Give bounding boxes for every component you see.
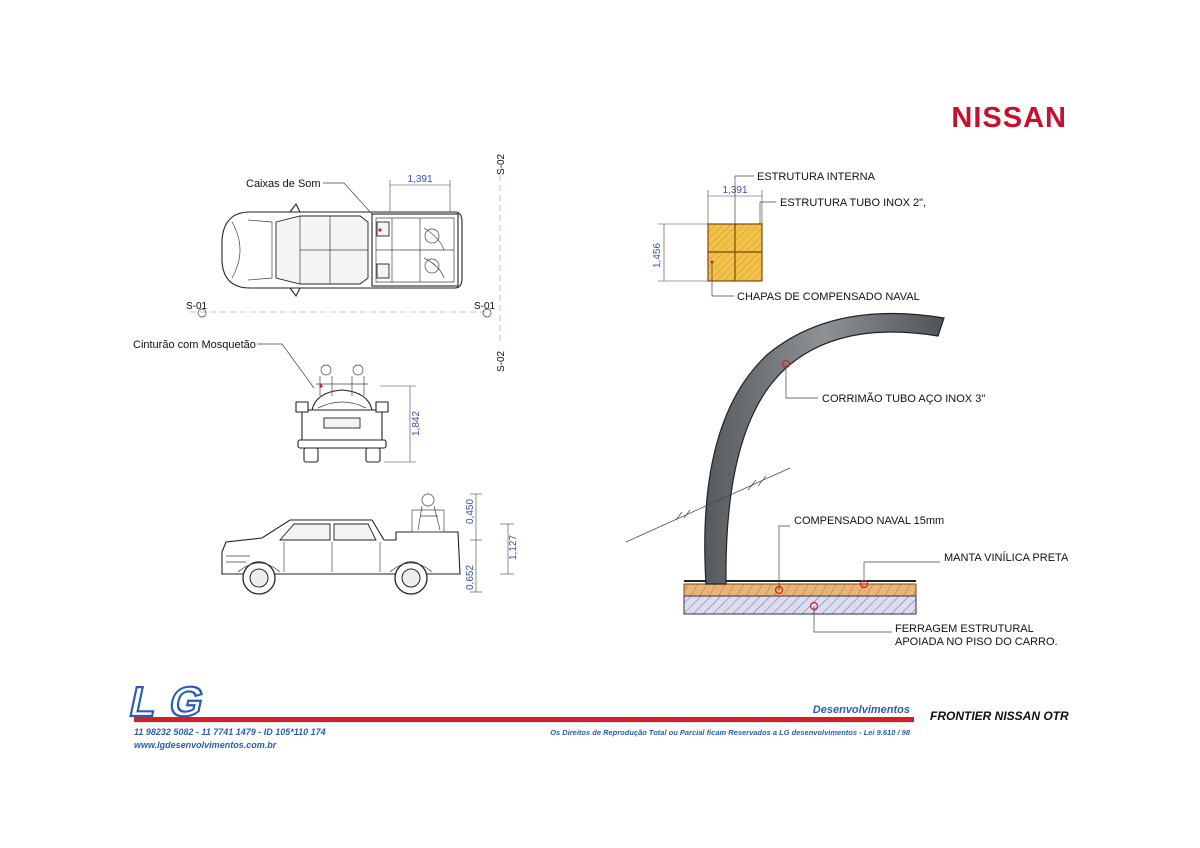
section-s02-bottom: S-02 [496,350,507,372]
label-estrutura-tubo: ESTRUTURA TUBO INOX 2", [780,197,926,209]
copyright-notice: Os Direitos de Reprodução Total ou Parci… [550,728,911,737]
top-view-dim-width: 1,391 [407,174,432,185]
nissan-logo: NISSAN [951,102,1067,134]
company-name: Desenvolvimentos [813,704,910,716]
contact-phones: 11 98232 5082 - 11 7741 1479 - ID 105*11… [134,727,326,737]
label-ferragem-1: FERRAGEM ESTRUTURAL [895,623,1034,635]
rear-view-label-belt: Cinturão com Mosquetão [133,339,256,351]
box-dim-height: 1,456 [652,243,663,268]
label-chapas: CHAPAS DE COMPENSADO NAVAL [737,291,920,303]
title-block: LG Desenvolvimentos FRONTIER NISSAN OTR … [125,677,1069,750]
top-view-truck: Caixas de Som 1,391 S-01 S-01 S-02 S-02 [186,153,507,372]
rear-view-truck: Cinturão com Mosquetão 1,842 [133,339,422,463]
rail-detail: CORRIMÃO TUBO AÇO INOX 3" COMPENSADO NAV… [625,312,1069,648]
label-manta: MANTA VINÍLICA PRETA [944,551,1069,564]
label-compensado: COMPENSADO NAVAL 15mm [794,515,944,527]
section-s01-right: S-01 [474,301,496,312]
side-view-truck: 0,450 1,127 0,652 [221,493,519,595]
footer-red-rule [134,717,914,721]
side-view-dim-bottom: 0,652 [465,565,476,590]
label-ferragem-2: APOIADA NO PISO DO CARRO. [895,636,1058,648]
box-section-detail: 1,391 1,456 ESTRUTURA INTERNA ESTRUTURA … [652,171,926,303]
website-link[interactable]: www.lgdesenvolvimentos.com.br [134,740,277,750]
project-title: FRONTIER NISSAN OTR [930,709,1069,723]
label-corrimao: CORRIMÃO TUBO AÇO INOX 3" [822,392,985,405]
rear-view-dim-height: 1,842 [411,411,422,436]
side-view-dim-top: 0,450 [465,499,476,524]
top-view-label-speakers: Caixas de Som [246,178,321,190]
side-view-dim-total: 1,127 [508,535,519,560]
section-s02-top: S-02 [496,153,507,175]
section-s01-left: S-01 [186,301,208,312]
label-estrutura-interna: ESTRUTURA INTERNA [757,171,876,183]
